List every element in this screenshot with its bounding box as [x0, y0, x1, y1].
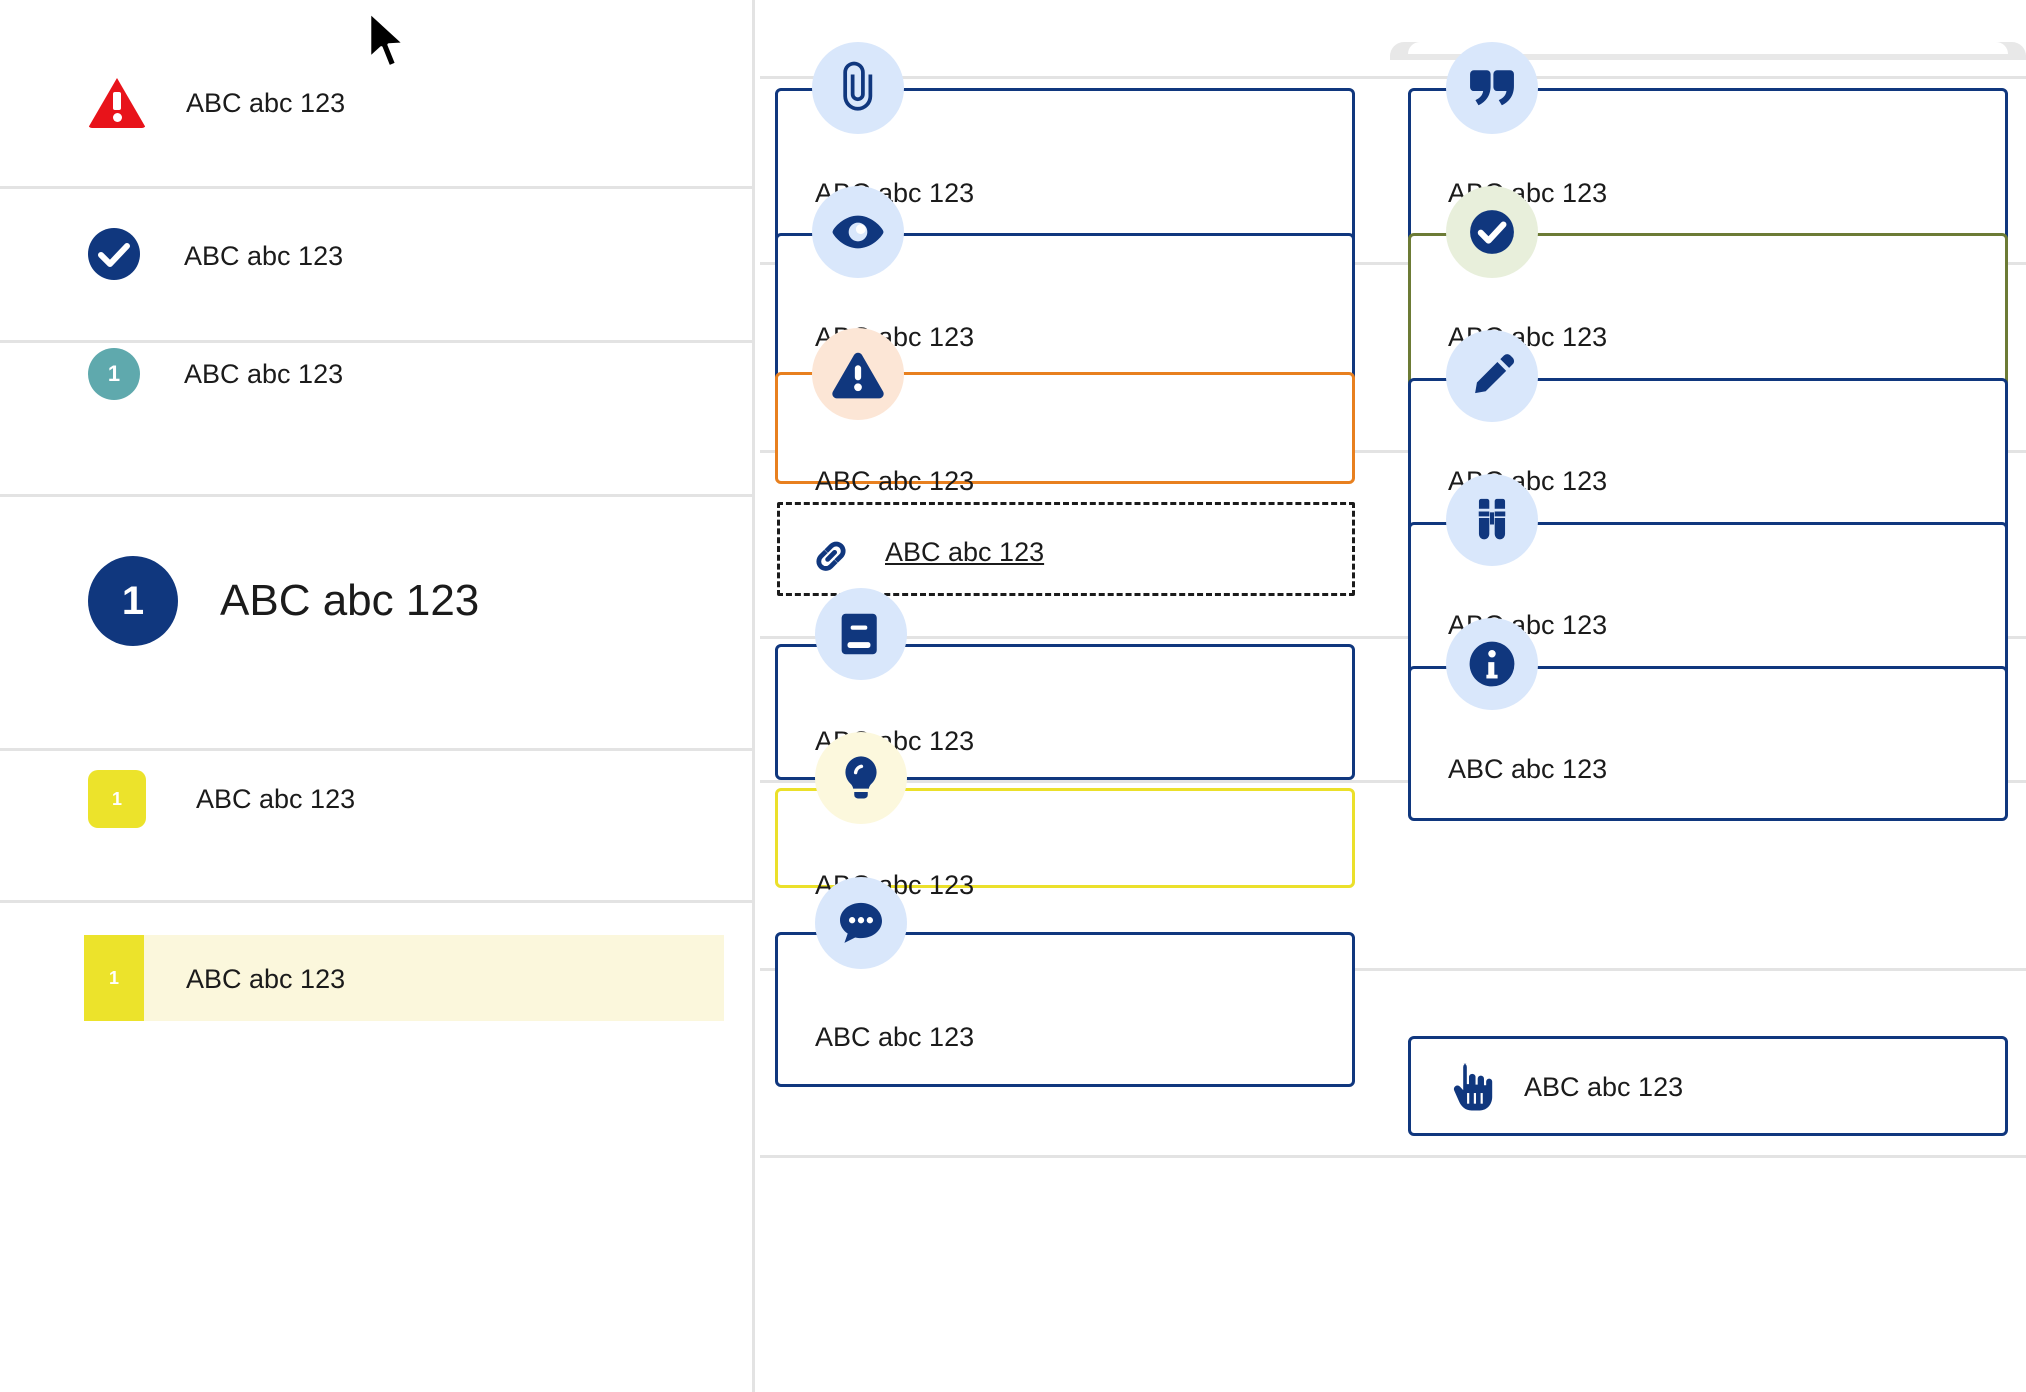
list-item[interactable]: ABC abc 123: [88, 228, 343, 285]
divider: [760, 1155, 2026, 1158]
list-item-highlighted[interactable]: [84, 935, 724, 1021]
badge-number: 1: [107, 361, 121, 386]
card-label: ABC abc 123: [815, 466, 975, 496]
list-item-label: ABC abc 123: [220, 576, 480, 625]
divider: [0, 748, 755, 751]
list-item[interactable]: 1 ABC abc 123: [88, 556, 479, 646]
number-square-yellow-icon: 1: [84, 935, 144, 1021]
number-square-yellow-icon: 1: [88, 770, 146, 828]
divider: [760, 262, 2026, 265]
list-item[interactable]: ABC abc 123: [88, 78, 345, 128]
card-label: ABC abc 123: [1448, 754, 1608, 784]
check-circle-icon: [88, 228, 140, 285]
divider: [0, 900, 755, 903]
paperclip-icon: [812, 42, 904, 134]
number-circle-teal-icon: 1: [88, 348, 140, 400]
list-item[interactable]: 1 ABC abc 123: [88, 348, 343, 400]
column-divider: [752, 0, 755, 1392]
card-pointing-hand[interactable]: [1408, 1036, 2008, 1136]
divider: [760, 636, 2026, 639]
divider: [760, 780, 2026, 783]
divider: [760, 450, 2026, 453]
divider: [0, 340, 755, 343]
list-item-label: ABC abc 123: [184, 358, 344, 389]
book-icon: [815, 588, 907, 680]
badge-number: 1: [111, 788, 122, 809]
link-icon: [802, 527, 860, 590]
check-icon: [1446, 186, 1538, 278]
info-icon: [1446, 618, 1538, 710]
left-list: ABC abc 123 ABC abc 123 1 ABC abc 123 1 …: [0, 0, 755, 1392]
list-item-label: ABC abc 123: [184, 241, 344, 271]
quote-icon: [1446, 42, 1538, 134]
divider: [0, 186, 755, 189]
list-item-label: ABC abc 123: [196, 783, 356, 814]
badge-number: 1: [121, 578, 145, 623]
list-item-label: ABC abc 123: [186, 964, 346, 994]
number-circle-navy-icon: 1: [88, 556, 178, 646]
divider: [0, 494, 755, 497]
card-link-label[interactable]: ABC abc 123: [885, 537, 1045, 567]
pointing-hand-icon: [1440, 1058, 1498, 1121]
card-link[interactable]: [777, 502, 1355, 596]
eye-icon: [812, 186, 904, 278]
warning-triangle-icon: [88, 78, 146, 128]
speech-bubble-icon: [815, 877, 907, 969]
divider: [760, 76, 2026, 79]
divider: [760, 968, 2026, 971]
mouse-cursor: [364, 10, 410, 77]
binoculars-icon: [1446, 474, 1538, 566]
card-label: ABC abc 123: [1524, 1072, 1684, 1102]
list-item-label: ABC abc 123: [186, 87, 346, 118]
card-label: ABC abc 123: [815, 1022, 975, 1052]
lightbulb-icon: [815, 732, 907, 824]
warning-icon: [812, 328, 904, 420]
list-item[interactable]: 1 ABC abc 123: [88, 770, 355, 828]
top-panel-inner: [1408, 42, 2008, 54]
badge-number: 1: [108, 967, 119, 988]
pencil-icon: [1446, 330, 1538, 422]
